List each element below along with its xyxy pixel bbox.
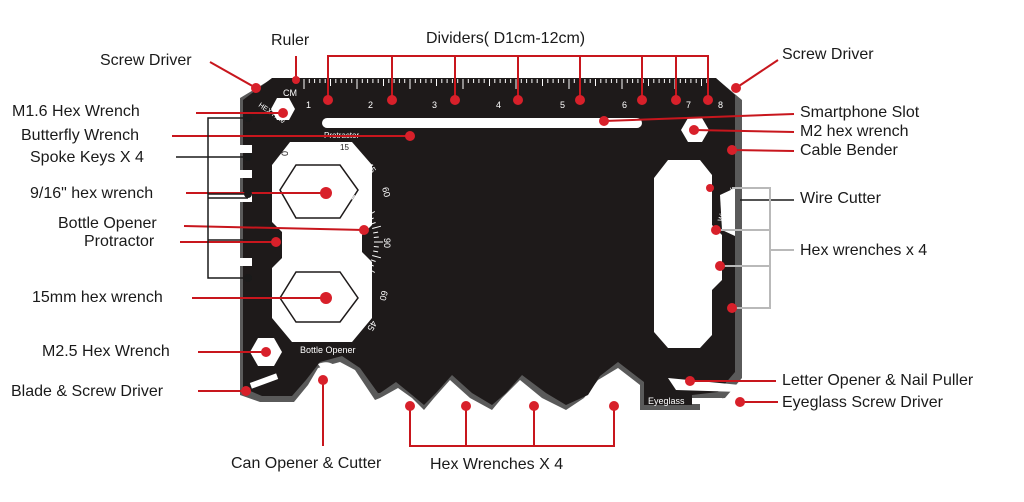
label-m25-hex: M2.5 Hex Wrench (42, 343, 170, 360)
label-smartphone: Smartphone Slot (800, 104, 920, 121)
protractor-tick (339, 290, 342, 296)
label-spoke-keys: Spoke Keys X 4 (30, 149, 144, 166)
label-blade: Blade & Screw Driver (11, 383, 164, 400)
label-cable-bender: Cable Bender (800, 142, 898, 159)
screw-driver-right-leader (735, 59, 779, 89)
ruler-number: 1 (306, 100, 311, 110)
protractor-tick (366, 211, 376, 217)
protractor-number: 45 (365, 319, 379, 333)
label-screw-driver-left: Screw Driver (100, 52, 192, 69)
protractor-tick (370, 222, 376, 225)
ruler-number: 5 (560, 100, 565, 110)
protractor-tick (358, 198, 366, 206)
card-cm-text: CM (283, 88, 297, 98)
ruler-numbers: 1 2 3 4 5 6 7 8 (306, 100, 723, 110)
protractor-tick (343, 288, 347, 294)
label-screw-driver-right: Screw Driver (782, 46, 874, 63)
cable-bender-leader (731, 149, 795, 152)
card-eyeglass-text: Eyeglass (648, 396, 685, 406)
protractor-tick (368, 217, 374, 221)
label-wire-cutter: Wire Cutter (800, 190, 881, 207)
label-eyeglass-driver: Eyeglass Screw Driver (782, 394, 943, 411)
spoke-notch (238, 170, 252, 178)
label-ruler: Ruler (271, 32, 310, 49)
protractor-tick (373, 236, 379, 238)
spoke-notch (238, 145, 252, 153)
protractor-tick (339, 188, 342, 194)
protractor-number: 15 (340, 143, 349, 152)
can-opener-notch (318, 362, 340, 388)
protractor-tick (355, 197, 359, 203)
protractor-number: 90 (382, 238, 392, 248)
protractor-tick (370, 259, 376, 262)
protractor-tick (361, 205, 367, 209)
red-dots (241, 76, 745, 411)
hex-916-cutout (279, 164, 359, 219)
smartphone-slot (322, 118, 642, 128)
protractor-tick (366, 267, 376, 273)
label-hex-15mm: 15mm hex wrench (32, 289, 163, 306)
blade-slot (249, 373, 279, 389)
leader-lines (172, 55, 795, 447)
protractor-tick (372, 255, 382, 259)
label-m16-hex: M1.6 Hex Wrench (12, 103, 140, 120)
eyeglass-slot (692, 398, 722, 404)
ruler-number: 4 (496, 100, 501, 110)
protractor-tick (368, 263, 374, 267)
label-hex-right: Hex wrenches x 4 (800, 242, 928, 259)
multitool-card: CM Protractor Bottle Opener Cutter Eyegl… (238, 78, 742, 410)
label-can-opener: Can Opener & Cutter (231, 455, 382, 472)
card-cutter-text: Cutter (348, 396, 373, 406)
label-hex-916: 9/16" hex wrench (30, 185, 154, 202)
smartphone-leader (603, 113, 795, 122)
protractor-number: 0 (280, 151, 290, 156)
protractor-tick (358, 278, 366, 286)
protractor-tick (364, 208, 369, 213)
label-butterfly: Butterfly Wrench (21, 127, 139, 144)
protractor-tick (372, 225, 382, 229)
hex-bottom-bracket (409, 406, 615, 447)
protractor-tick (373, 246, 379, 248)
protractor-tick (373, 250, 379, 253)
protractor-tick (355, 281, 359, 287)
bottle-opener-leader (183, 225, 365, 231)
protractor-tick (347, 286, 353, 296)
ruler-ticks (303, 79, 708, 89)
screw-driver-left-leader (209, 61, 257, 89)
label-dividers: Dividers( D1cm-12cm) (426, 30, 586, 47)
ruler-number: 6 (622, 100, 627, 110)
protractor-tick (351, 195, 356, 200)
gray-bracket (716, 187, 794, 309)
ruler-number: 3 (432, 100, 437, 110)
spoke-notch (238, 258, 252, 266)
protractor-numbers: 0 15 45 60 90 60 45 (280, 143, 392, 333)
protractor-tick (335, 182, 339, 192)
black-brackets (176, 117, 794, 279)
label-hex-bottom: Hex Wrenches X 4 (430, 456, 564, 473)
protractor-tick (364, 271, 369, 276)
m2-leader (693, 129, 795, 133)
card-bottle-opener-text: Bottle Opener (300, 345, 356, 355)
protractor-tick (361, 275, 367, 279)
protractor-tick (347, 188, 353, 198)
protractor-number: 60 (380, 186, 392, 198)
protractor-tick (351, 284, 356, 289)
label-bottle-opener: Bottle Opener (58, 215, 157, 232)
protractor-tick (343, 190, 347, 196)
protractor-tick (335, 292, 339, 302)
spoke-dots (244, 114, 252, 282)
protractor-number: 45 (364, 161, 378, 175)
ruler-number: 7 (686, 100, 691, 110)
label-letter-opener: Letter Opener & Nail Puller (782, 372, 974, 389)
ruler-number: 8 (718, 100, 723, 110)
right-hex-cutout (654, 160, 722, 348)
protractor-tick (373, 231, 379, 234)
wire-cutter-notch (720, 188, 735, 236)
label-m2-hex: M2 hex wrench (800, 123, 909, 140)
protractor-number: 60 (377, 289, 389, 301)
ruler-number: 2 (368, 100, 373, 110)
label-protractor: Protractor (84, 233, 155, 250)
